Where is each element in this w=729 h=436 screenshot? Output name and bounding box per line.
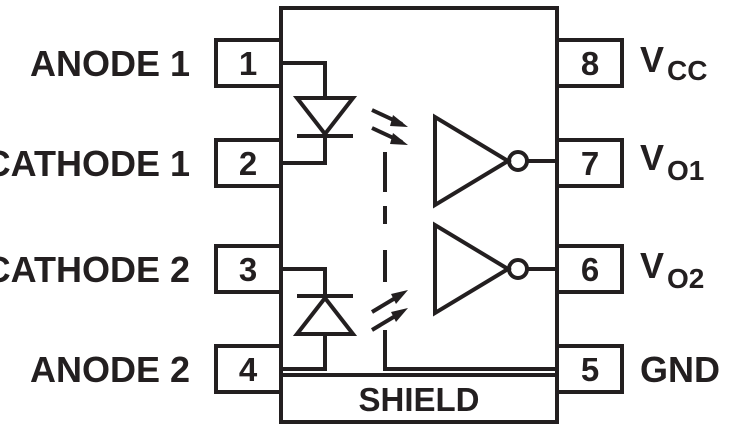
led-1 — [281, 61, 358, 165]
pin-1: 1 ANODE 1 — [30, 38, 283, 88]
pin-4-label: ANODE 2 — [30, 349, 190, 390]
pin-5-label: GND — [640, 349, 720, 390]
led-2-anode-wire — [281, 334, 327, 371]
led-2 — [281, 267, 358, 371]
led-2-triangle — [292, 294, 358, 336]
pin-6: 6 V O2 — [555, 244, 704, 294]
pin-2: 2 CATHODE 1 — [0, 138, 283, 188]
pin-3-label: CATHODE 2 — [0, 249, 190, 290]
led-1-triangle — [292, 96, 358, 138]
light-arrows-1 — [371, 108, 408, 145]
shield-label: SHIELD — [358, 381, 479, 418]
light-arrows-2 — [370, 290, 408, 332]
light-arrow-1a-head — [390, 115, 408, 127]
light-arrow-1b-head — [390, 133, 408, 145]
pin-7-number: 7 — [581, 145, 599, 182]
pin-2-number: 2 — [239, 145, 257, 182]
pin-3-number: 3 — [239, 251, 257, 288]
pin-6-number: 6 — [581, 251, 599, 288]
inverter-1 — [433, 113, 557, 209]
pin-1-number: 1 — [239, 45, 257, 82]
isolation-barrier — [383, 152, 557, 371]
pin-7-label-sub: O1 — [667, 155, 704, 186]
inverter-2 — [433, 221, 557, 317]
package-body — [279, 6, 559, 424]
pin-5: 5 GND — [555, 344, 720, 394]
led-2-cathode-wire — [281, 267, 327, 296]
pin-8-label-sub: CC — [667, 55, 707, 86]
inverter-1-body — [433, 113, 512, 209]
light-arrow-2b-head — [391, 308, 408, 322]
shield-ground-wire — [383, 330, 557, 371]
pin-7-label-v: V — [640, 137, 664, 178]
inverter-2-body — [433, 221, 512, 317]
pin-8-number: 8 — [581, 45, 599, 82]
pin-1-label: ANODE 1 — [30, 43, 190, 84]
pin-3: 3 CATHODE 2 — [0, 244, 283, 294]
pin-7: 7 V O1 — [555, 137, 704, 188]
pin-8-label-v: V — [640, 39, 664, 80]
pin-2-label: CATHODE 1 — [0, 143, 190, 184]
led-1-anode-wire — [281, 61, 327, 98]
pin-8-box — [555, 38, 624, 88]
pin-6-label-v: V — [640, 245, 664, 286]
pin-6-label-sub: O2 — [667, 263, 704, 294]
pin-8: 8 V CC — [555, 38, 707, 88]
pin-4: 4 ANODE 2 — [30, 344, 283, 394]
light-arrow-2a-head — [391, 290, 408, 304]
pin-4-number: 4 — [239, 351, 258, 388]
led-1-cathode-wire — [281, 136, 327, 165]
pin-5-number: 5 — [581, 351, 599, 388]
